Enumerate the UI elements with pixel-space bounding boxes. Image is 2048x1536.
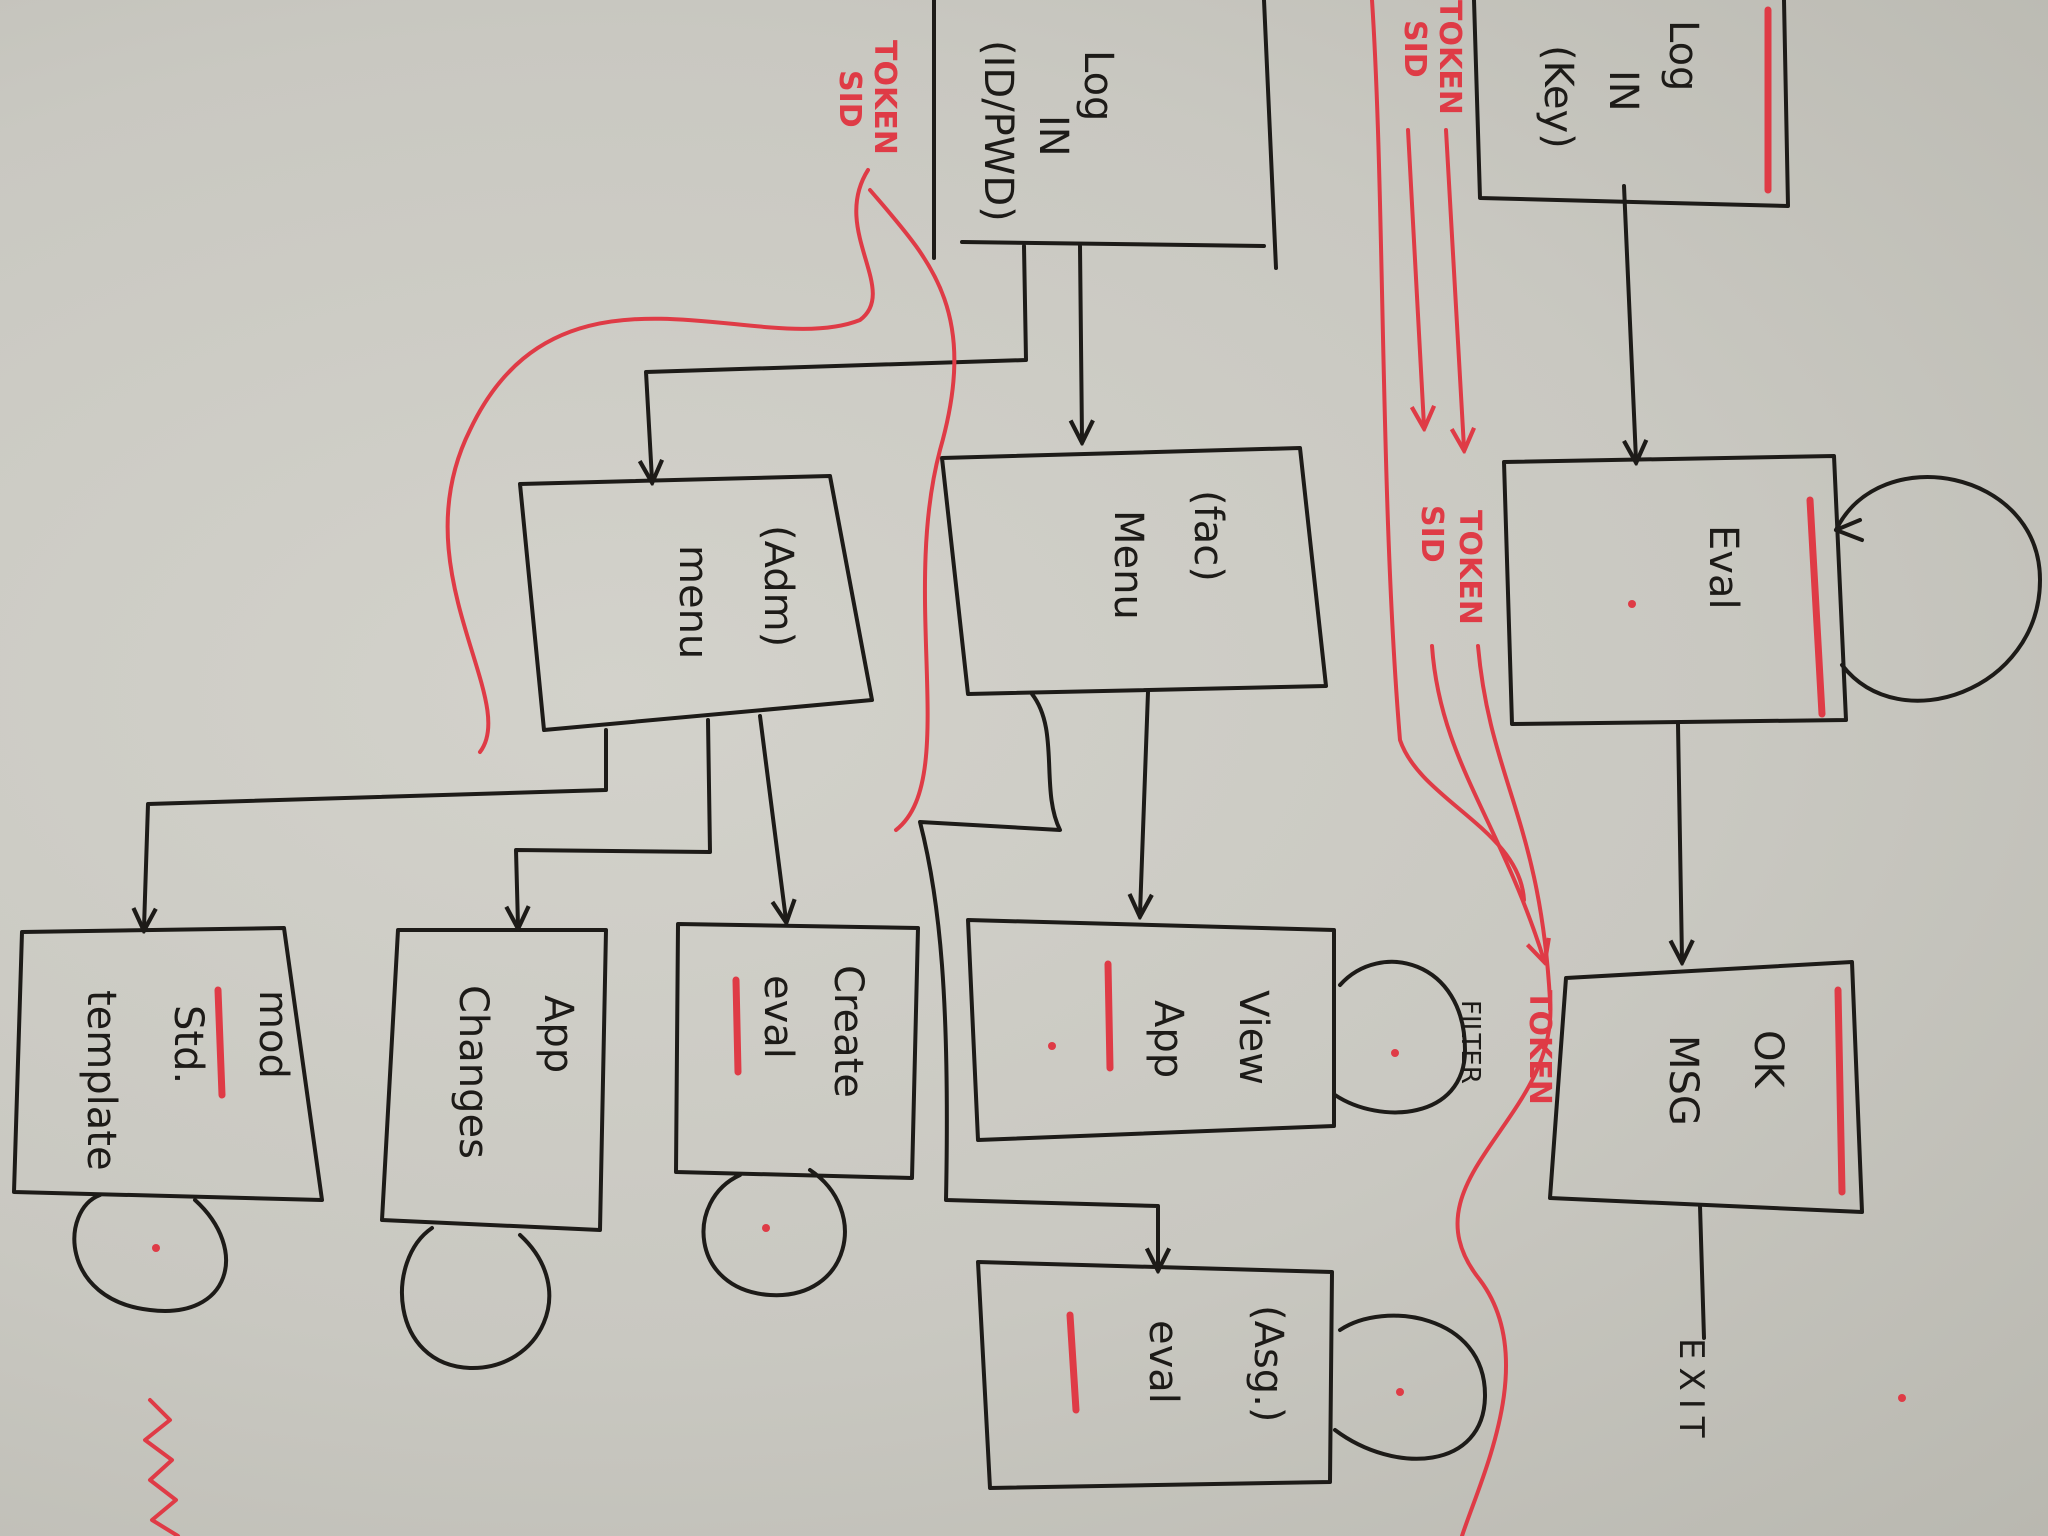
login-key-line1: Log (1660, 20, 1706, 91)
box-create-eval: Create eval (674, 922, 920, 1298)
token-sid-mid-line1: TOKEN (1452, 510, 1487, 625)
label-token-sid-mid: TOKEN SID (1414, 505, 1487, 625)
mod-template-line3: template (78, 990, 124, 1171)
login-key-line3: (Key) (1535, 45, 1581, 149)
box-ok-msg: OK MSG (1548, 960, 1864, 1214)
view-app-line1: View (1230, 990, 1276, 1085)
app-changes-line2: Changes (450, 985, 496, 1159)
fac-menu-line1: (fac) (1185, 490, 1231, 582)
token-sid-right-line2: SID (1397, 20, 1432, 78)
view-app-line2: App (1145, 1000, 1191, 1078)
login-key-line2: IN (1600, 70, 1646, 112)
box-admin-menu: (Adm) menu (518, 474, 874, 732)
box-fac-menu: (fac) Menu (940, 446, 1328, 696)
box-mod-template: mod Std. template (12, 926, 324, 1313)
login-id-line1: Log (1075, 50, 1121, 121)
fac-menu-line2: Menu (1105, 510, 1151, 620)
mod-template-line1: mod (250, 990, 296, 1079)
create-eval-line1: Create (825, 965, 871, 1098)
box-view-app: View App (966, 918, 1467, 1142)
admin-menu-line2: menu (670, 545, 716, 659)
ok-msg-line1: OK (1745, 1030, 1791, 1089)
login-id-line2: IN (1030, 115, 1076, 157)
create-eval-line2: eval (755, 975, 801, 1059)
connectors (144, 184, 1706, 1340)
token-sid-top-line1: TOKEN (867, 40, 902, 155)
box-eval: Eval (1502, 454, 2042, 726)
box-login-id: Log IN (ID/PWD) (932, 0, 1278, 270)
box-asg-eval: (Asg.) eval (976, 1260, 1487, 1490)
marker-dot (1898, 1394, 1906, 1402)
asg-eval-line2: eval (1140, 1320, 1186, 1404)
eval-line1: Eval (1700, 525, 1746, 610)
box-login-key: Log IN (Key) (1472, 0, 1790, 208)
label-filter: FILTER (1455, 1000, 1485, 1084)
token-sid-mid-line2: SID (1414, 505, 1449, 563)
mod-template-line2: Std. (165, 1005, 211, 1084)
token-sid-right-line1: TOKEN (1432, 0, 1467, 115)
token-sid-top-line2: SID (832, 70, 867, 128)
token-flow-lines (143, 0, 1553, 1536)
login-id-line3: (ID/PWD) (975, 40, 1021, 222)
label-token-bottom: TOKEN (1522, 990, 1557, 1105)
box-app-changes: App Changes (380, 928, 608, 1371)
admin-menu-line1: (Adm) (755, 525, 801, 647)
label-token-sid-top: TOKEN SID (832, 40, 902, 155)
asg-eval-line1: (Asg.) (1245, 1305, 1291, 1423)
label-token-sid-right: TOKEN SID (1397, 0, 1467, 115)
ok-msg-line2: MSG (1660, 1035, 1706, 1126)
label-exit: EXIT (1671, 1338, 1711, 1446)
app-changes-line1: App (535, 995, 581, 1073)
